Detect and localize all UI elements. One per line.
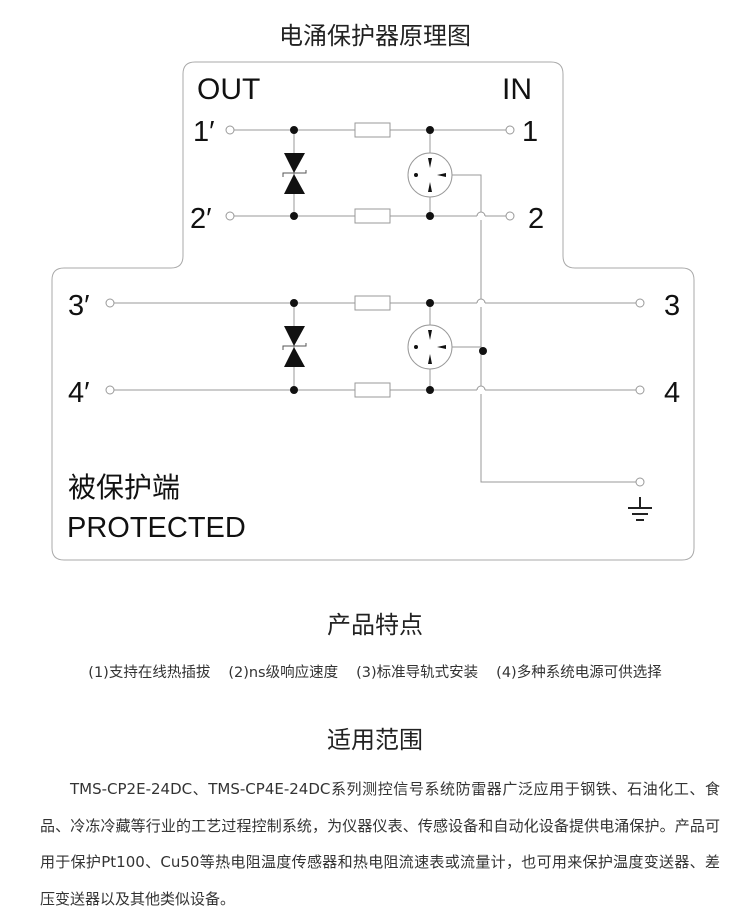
terminal-label: 3′ [68,290,90,322]
application-heading: 适用范围 [327,726,423,754]
feature-item: (3)标准导轨式安装 [356,665,479,681]
features-heading: 产品特点 [327,611,423,639]
terminal-label: 1′ [193,116,215,148]
terminal-icon [225,125,235,135]
terminal-label: 4 [664,377,680,409]
terminal-label: 3 [664,290,680,322]
terminals [105,125,645,487]
application-paragraph: TMS-CP2E-24DC、TMS-CP4E-24DC系列测控信号系统防雷器广泛… [40,780,720,908]
resistor-icon [354,382,391,398]
tvs-diode-icon [282,153,307,194]
feature-item: (1)支持在线热插拔 [88,665,211,681]
in-label: IN [502,73,532,106]
terminal-label: 4′ [68,377,90,409]
terminal-label: 2′ [190,203,212,235]
resistor-icon [354,122,391,138]
terminal-icon [635,385,645,395]
page-title: 电涌保护器原理图 [279,22,471,50]
features-list: (1)支持在线热插拔 (2)ns级响应速度 (3)标准导轨式安装 (4)多种系统… [0,661,750,682]
feature-item: (2)ns级响应速度 [228,665,339,681]
protected-label-en: PROTECTED [67,512,246,544]
gas-discharge-tube-icon [407,152,453,198]
terminal-icon [225,211,235,221]
feature-item: (4)多种系统电源可供选择 [496,665,662,681]
terminal-icon [505,211,515,221]
gas-discharge-tube-icon [407,324,453,370]
terminal-label: 1 [522,116,538,148]
terminal-icon [105,298,115,308]
tvs-diode-icon [282,326,307,367]
protected-label-cn: 被保护端 [68,472,180,503]
resistors [354,122,391,398]
out-label: OUT [197,73,260,106]
terminal-icon [635,477,645,487]
ground-icon [628,497,652,521]
terminal-icon [105,385,115,395]
terminal-label: 2 [528,203,544,235]
terminal-icon [505,125,515,135]
enclosure-outline [51,61,695,561]
resistor-icon [354,208,391,224]
junction-dots [290,126,487,394]
terminal-icon [635,298,645,308]
resistor-icon [354,295,391,311]
surge-protector-schematic: OUT IN 1′ 2′ 3′ 4′ 1 2 3 4 被保护端 PROTECTE… [51,61,695,561]
